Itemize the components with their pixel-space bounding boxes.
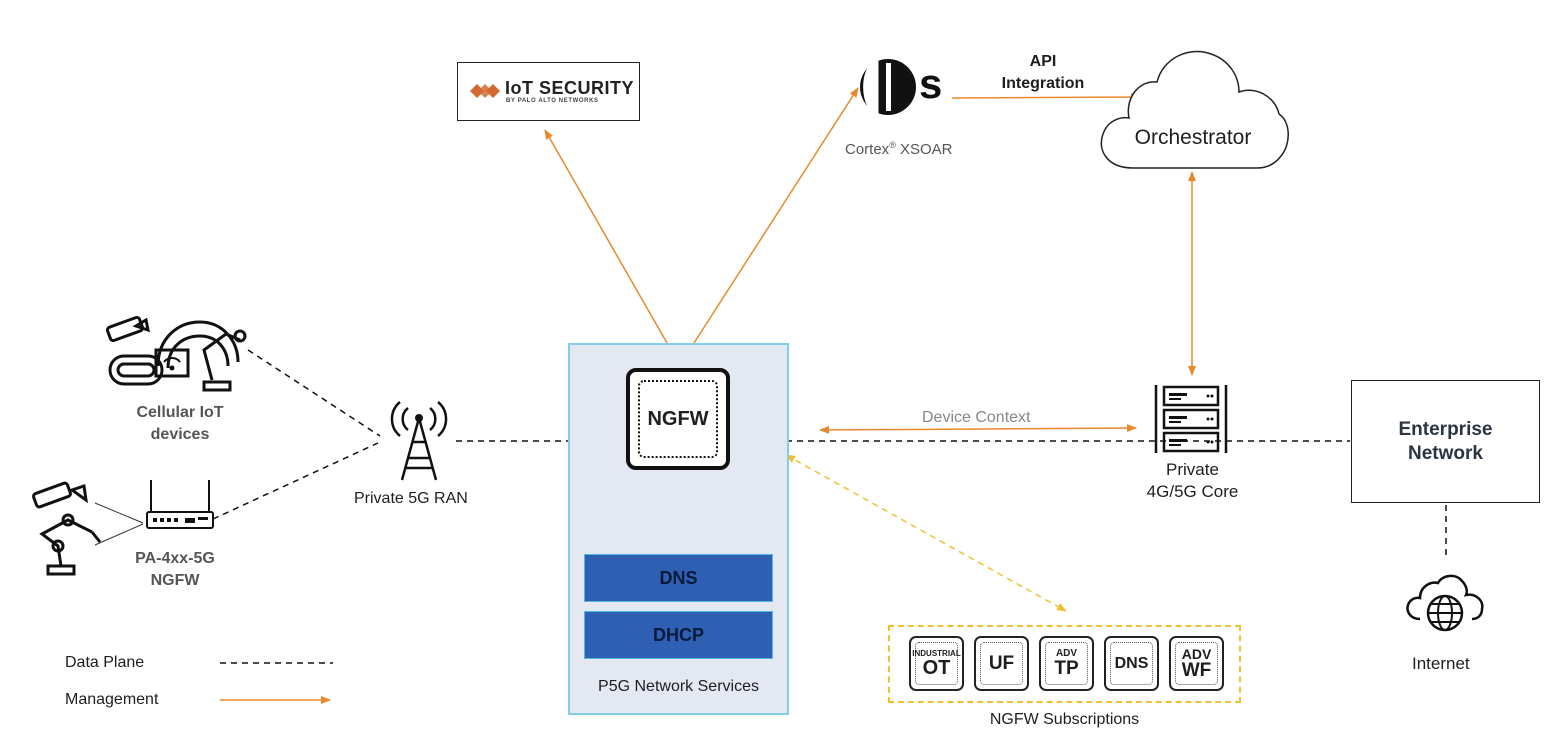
industrial-robot-icon bbox=[32, 481, 102, 576]
palo-alto-logo-icon bbox=[470, 84, 500, 98]
cortex-label-suffix: XSOAR bbox=[895, 141, 953, 158]
mgmt-device-context bbox=[819, 424, 1137, 434]
subscription-industrial-ot[interactable]: INDUSTRIAL OT bbox=[909, 636, 964, 691]
cortex-label-mark: ® bbox=[889, 140, 896, 150]
api-integration-line1: API bbox=[1029, 53, 1057, 70]
pa-ngfw-line2: NGFW bbox=[150, 572, 200, 589]
core-label: Private 4G/5G Core bbox=[1120, 459, 1265, 503]
data-plane-line-pa bbox=[212, 442, 379, 520]
subscription-top-text: INDUSTRIAL bbox=[912, 648, 961, 658]
iot-security-brand: IoT SECURITY bbox=[505, 78, 635, 98]
firewall-appliance-icon bbox=[146, 480, 214, 529]
subscription-adv-wf[interactable]: ADV WF bbox=[1169, 636, 1224, 691]
cortex-label-prefix: Cortex bbox=[845, 141, 890, 158]
subscription-main-text: WF bbox=[1181, 660, 1212, 681]
orchestrator-label: Orchestrator bbox=[1134, 126, 1252, 149]
subscription-main-text: DNS bbox=[1114, 654, 1149, 672]
pa-ngfw-label: PA-4xx-5G NGFW bbox=[105, 548, 245, 592]
ngfw-box[interactable]: NGFW bbox=[626, 368, 730, 470]
api-integration-line2: Integration bbox=[1001, 75, 1085, 92]
subscription-main-text: TP bbox=[1054, 658, 1079, 679]
p5g-services-label: P5G Network Services bbox=[598, 678, 759, 695]
pa-device-link-2 bbox=[94, 523, 144, 546]
legend-management-label: Management bbox=[65, 691, 159, 708]
subscription-dns[interactable]: DNS bbox=[1104, 636, 1159, 691]
subscription-top-text: ADV bbox=[1181, 646, 1212, 662]
cortex-logo-icon bbox=[860, 59, 916, 115]
mgmt-iot-ngfw bbox=[544, 129, 676, 358]
subscriptions-link bbox=[785, 454, 1067, 612]
dns-service[interactable]: DNS bbox=[584, 554, 773, 602]
cellular-iot-label: Cellular IoT devices bbox=[105, 402, 255, 446]
subscription-top-text: ADV bbox=[1055, 648, 1078, 659]
subscription-uf[interactable]: UF bbox=[974, 636, 1029, 691]
industrial-iot-icon bbox=[105, 315, 247, 392]
ngfw-label: NGFW bbox=[638, 380, 718, 458]
subscription-main-text: UF bbox=[988, 653, 1015, 674]
ngfw-subscriptions-box bbox=[888, 625, 1241, 703]
cellular-iot-line2: devices bbox=[150, 426, 210, 443]
enterprise-network-box: Enterprise Network bbox=[1351, 380, 1540, 503]
internet-label: Internet bbox=[1412, 654, 1470, 673]
cloud-icon bbox=[1100, 50, 1289, 169]
data-plane-line-iot bbox=[247, 349, 381, 437]
iot-security-byline: BY PALO ALTO NETWORKS bbox=[506, 98, 599, 104]
legend-data-plane-label: Data Plane bbox=[65, 654, 145, 671]
mgmt-cortex-orchestrator bbox=[951, 93, 1141, 102]
dhcp-service[interactable]: DHCP bbox=[584, 611, 773, 659]
cell-tower-icon bbox=[390, 401, 448, 481]
iot-security-box: IoT SECURITY BY PALO ALTO NETWORKS bbox=[457, 62, 640, 121]
subscription-adv-tp[interactable]: ADV TP bbox=[1039, 636, 1094, 691]
subscriptions-label: NGFW Subscriptions bbox=[989, 711, 1140, 728]
cortex-logo-letter: s bbox=[919, 60, 943, 107]
api-integration-label: API Integration bbox=[988, 51, 1098, 95]
core-line1: Private bbox=[1166, 460, 1219, 479]
subscription-main-text: OT bbox=[922, 656, 951, 679]
ran-label: Private 5G RAN bbox=[354, 490, 468, 507]
cloud-globe-icon bbox=[1406, 574, 1484, 632]
cellular-iot-line1: Cellular IoT bbox=[136, 404, 224, 421]
core-line2: 4G/5G Core bbox=[1146, 482, 1239, 501]
pa-device-link-1 bbox=[94, 502, 144, 524]
pa-ngfw-line1: PA-4xx-5G bbox=[135, 550, 215, 567]
cortex-label: Cortex® XSOAR bbox=[845, 140, 953, 158]
mgmt-cortex-ngfw bbox=[684, 87, 859, 358]
enterprise-line1: Enterprise bbox=[1398, 418, 1493, 440]
enterprise-line2: Network bbox=[1408, 442, 1483, 464]
device-context-label: Device Context bbox=[922, 409, 1031, 426]
server-rack-icon bbox=[1154, 385, 1228, 453]
